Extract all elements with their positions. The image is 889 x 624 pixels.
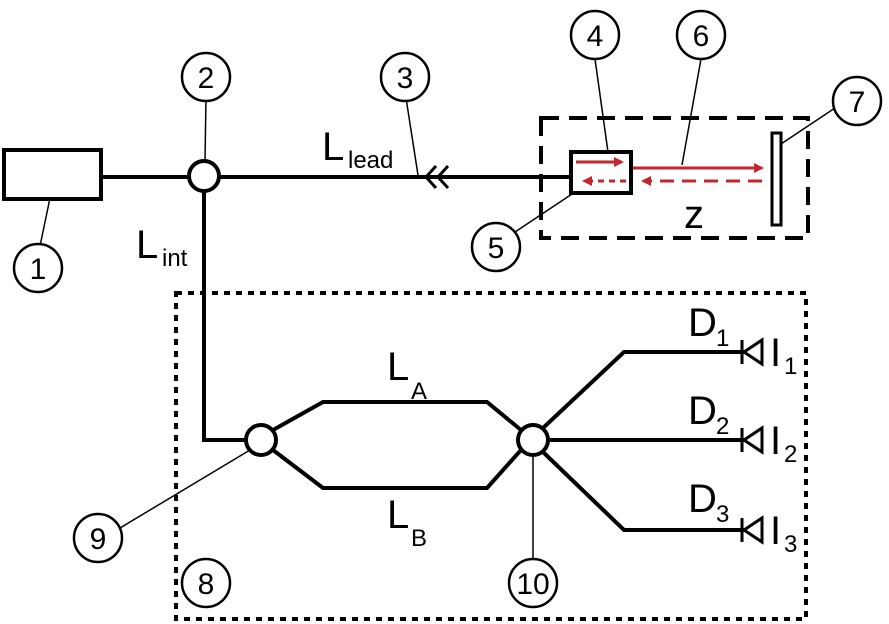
label-l-lead: L lead [322, 125, 393, 174]
callout-6: 6 [675, 9, 727, 61]
label-z: z [684, 193, 704, 237]
photodiode-3-icon [740, 515, 764, 545]
svg-text:9: 9 [90, 523, 107, 556]
label-l-b: L B [387, 493, 427, 552]
callout-1: 1 [12, 242, 64, 294]
coupler-9 [244, 423, 278, 457]
svg-text:1: 1 [784, 353, 797, 380]
svg-text:1: 1 [716, 325, 729, 352]
fiber-break-marks [423, 164, 450, 190]
detection-unit-enclosure [174, 291, 808, 621]
svg-text:3: 3 [716, 501, 729, 528]
svg-text:1: 1 [30, 253, 47, 286]
svg-text:5: 5 [488, 232, 505, 265]
svg-text:10: 10 [516, 568, 549, 601]
label-d1: D 1 [688, 301, 729, 352]
svg-text:6: 6 [693, 20, 710, 53]
svg-text:4: 4 [587, 20, 604, 53]
svg-text:L: L [136, 223, 158, 267]
svg-text:2: 2 [198, 62, 215, 95]
svg-text:3: 3 [397, 62, 414, 95]
svg-text:L: L [387, 493, 409, 537]
arm-b-fiber [271, 448, 523, 490]
callout-4: 4 [569, 9, 621, 61]
label-d2: D 2 [688, 389, 729, 440]
callout-leaders [39, 58, 836, 563]
svg-text:7: 7 [849, 86, 866, 119]
svg-text:2: 2 [716, 413, 729, 440]
svg-text:3: 3 [784, 531, 797, 558]
output-fiber-3 [541, 450, 744, 532]
svg-text:A: A [411, 378, 427, 405]
svg-text:D: D [688, 477, 717, 521]
callout-5: 5 [470, 221, 522, 273]
svg-text:8: 8 [198, 568, 215, 601]
coupler-2 [187, 159, 221, 193]
target-mirror [770, 131, 783, 227]
svg-text:B: B [411, 525, 427, 552]
label-i1: I 1 [770, 331, 797, 380]
label-d3: D 3 [688, 477, 729, 528]
svg-text:D: D [688, 301, 717, 345]
callout-3: 3 [379, 51, 431, 103]
svg-text:L: L [387, 345, 409, 389]
svg-text:D: D [688, 389, 717, 433]
photodiode-2-icon [740, 425, 764, 455]
callout-7: 7 [831, 75, 883, 127]
arm-a-fiber [272, 400, 523, 432]
svg-text:I: I [770, 331, 781, 375]
callout-2: 2 [180, 51, 232, 103]
callout-9: 9 [72, 512, 124, 564]
sensor-head-enclosure [539, 116, 810, 240]
callout-8: 8 [180, 557, 232, 609]
label-l-int: L int [136, 223, 188, 272]
svg-text:int: int [162, 245, 188, 272]
svg-text:lead: lead [348, 147, 393, 174]
svg-text:L: L [322, 125, 344, 169]
label-i3: I 3 [770, 509, 797, 558]
collimator-box [569, 150, 633, 195]
svg-text:2: 2 [784, 441, 797, 468]
label-l-a: L A [387, 345, 427, 405]
callout-10: 10 [507, 557, 559, 609]
output-fiber-1 [541, 350, 744, 430]
light-source-box [2, 148, 103, 201]
svg-text:I: I [770, 509, 781, 553]
coupler-10 [516, 423, 550, 457]
label-i2: I 2 [770, 419, 797, 468]
svg-text:I: I [770, 419, 781, 463]
photodiode-1-icon [740, 337, 764, 367]
